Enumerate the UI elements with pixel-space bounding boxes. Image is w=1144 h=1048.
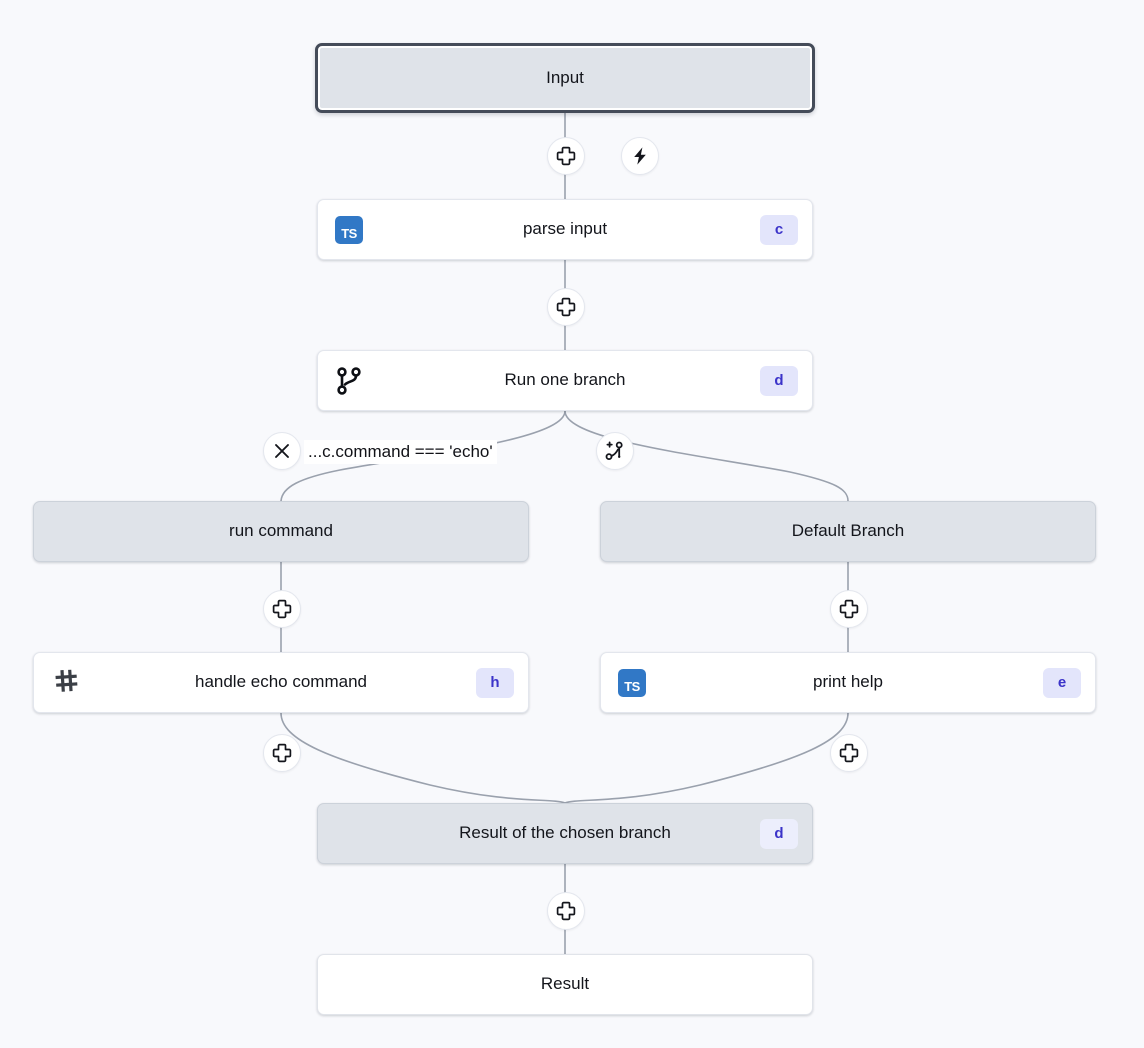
node-label: Input: [546, 67, 584, 87]
handle-add-after-print-help[interactable]: [830, 734, 868, 772]
typescript-icon: TS: [618, 668, 646, 697]
node-print-help[interactable]: TS print help e: [600, 652, 1096, 713]
lightning-icon[interactable]: [630, 146, 650, 166]
puzzle-icon: [55, 669, 78, 692]
plus-icon[interactable]: [839, 599, 859, 619]
node-parse-input[interactable]: TS parse input c: [317, 199, 813, 260]
plus-icon[interactable]: [556, 146, 576, 166]
plus-icon[interactable]: [839, 743, 859, 763]
add-branch-icon[interactable]: [604, 440, 626, 462]
node-label: run command: [229, 521, 333, 541]
node-input[interactable]: Input: [315, 43, 815, 113]
close-icon[interactable]: [273, 442, 291, 460]
node-run-one-branch[interactable]: Run one branch d: [317, 350, 813, 411]
plus-icon[interactable]: [272, 599, 292, 619]
node-result-of-chosen-branch[interactable]: Result of the chosen branch d: [317, 803, 813, 864]
handle-add-after-input[interactable]: [547, 137, 585, 175]
plus-icon[interactable]: [556, 297, 576, 317]
branch-icon: [337, 366, 361, 395]
plus-icon[interactable]: [556, 901, 576, 921]
node-label: handle echo command: [194, 672, 367, 692]
node-label: parse input: [522, 219, 608, 239]
branch-condition-label[interactable]: ...c.command === 'echo': [304, 440, 497, 464]
handle-add-after-run-command[interactable]: [263, 590, 301, 628]
handle-trigger-bolt[interactable]: [621, 137, 659, 175]
node-badge[interactable]: h: [476, 667, 514, 698]
node-label: Result: [540, 974, 590, 994]
node-result[interactable]: Result: [317, 954, 813, 1015]
node-label: print help: [813, 672, 883, 692]
branch-icon-wrap: [334, 366, 364, 396]
node-label: Run one branch: [504, 370, 626, 390]
edge-print-to-result: [564, 712, 849, 804]
node-run-command[interactable]: run command: [33, 501, 529, 562]
typescript-icon: TS: [335, 215, 363, 244]
node-badge[interactable]: c: [760, 214, 798, 245]
edge-handle-to-result: [280, 712, 566, 804]
puzzle-icon-wrap: [50, 668, 80, 698]
handle-add-after-default-branch[interactable]: [830, 590, 868, 628]
node-badge[interactable]: d: [760, 818, 798, 849]
handle-add-branch[interactable]: [596, 432, 634, 470]
handle-add-after-parse-input[interactable]: [547, 288, 585, 326]
handle-add-after-handle-echo[interactable]: [263, 734, 301, 772]
node-badge[interactable]: d: [760, 365, 798, 396]
node-label: Default Branch: [791, 521, 905, 541]
node-badge[interactable]: e: [1043, 667, 1081, 698]
handle-delete-branch[interactable]: [263, 432, 301, 470]
plus-icon[interactable]: [272, 743, 292, 763]
handle-add-after-result-branch[interactable]: [547, 892, 585, 930]
typescript-icon-wrap: TS: [334, 215, 364, 245]
node-default-branch[interactable]: Default Branch: [600, 501, 1096, 562]
node-label: Result of the chosen branch: [459, 823, 671, 843]
node-handle-echo-command[interactable]: handle echo command h: [33, 652, 529, 713]
typescript-icon-wrap: TS: [617, 668, 647, 698]
